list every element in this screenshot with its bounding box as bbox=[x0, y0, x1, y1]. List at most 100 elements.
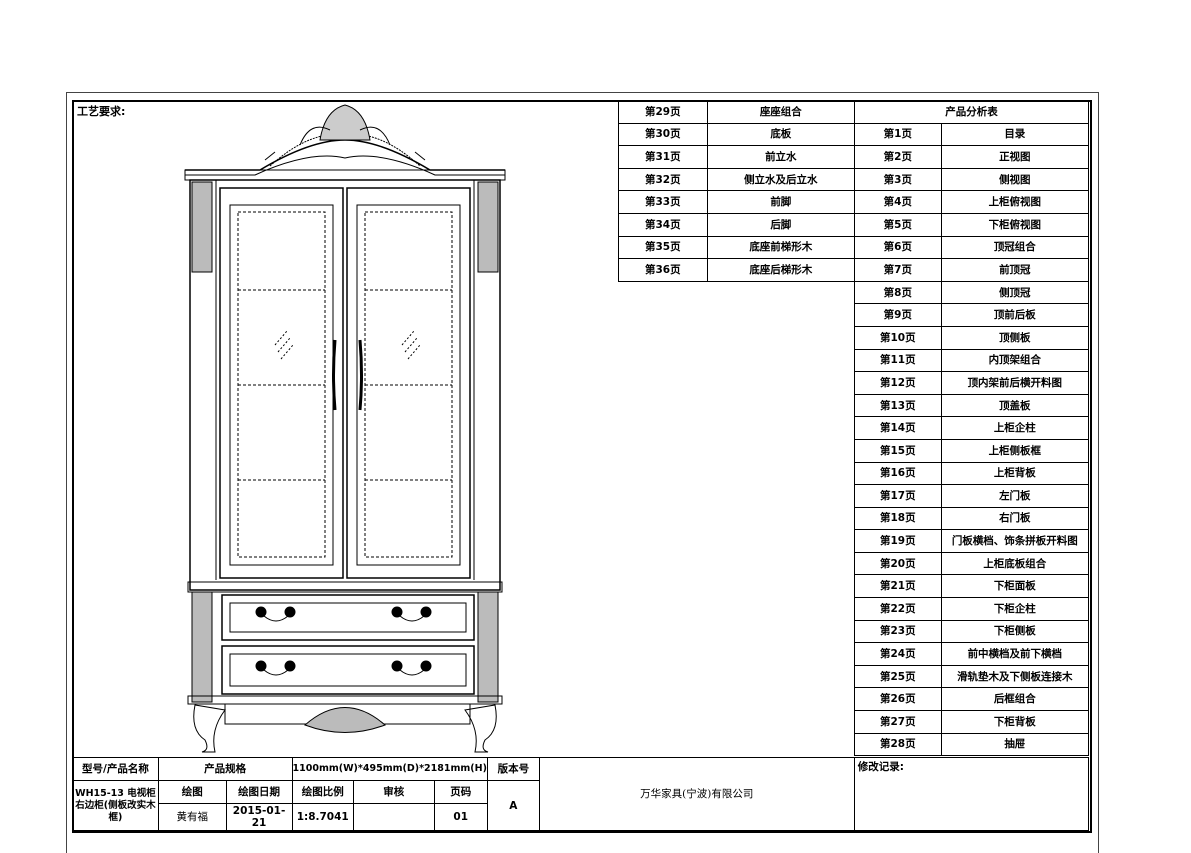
process-requirements-label: 工艺要求: bbox=[77, 105, 126, 118]
page-title-cell: 下柜背板 bbox=[940, 710, 1090, 734]
scale-value: 1:8.7041 bbox=[291, 803, 354, 831]
table-row: 第30页底板 bbox=[618, 122, 856, 147]
page-number-cell: 第25页 bbox=[854, 664, 942, 689]
page-title-cell: 下柜面板 bbox=[940, 574, 1090, 599]
table-row: 第17页左门板 bbox=[854, 484, 1090, 508]
page-title-cell: 下柜侧板 bbox=[940, 619, 1090, 644]
page-number-cell: 第10页 bbox=[854, 325, 942, 350]
scale-label: 绘图比例 bbox=[291, 780, 354, 804]
version-value: A bbox=[486, 780, 540, 831]
table-row: 第3页侧视图 bbox=[854, 167, 1090, 192]
right-door bbox=[346, 187, 471, 579]
page-title-cell: 前中横档及前下横档 bbox=[940, 642, 1090, 666]
left-door bbox=[219, 187, 344, 579]
page-title-cell: 上柜背板 bbox=[940, 461, 1090, 486]
table-row: 第21页下柜面板 bbox=[854, 574, 1090, 599]
page-title-cell: 门板横档、饰条拼板开料图 bbox=[940, 529, 1090, 553]
page-number-cell: 第16页 bbox=[854, 461, 942, 486]
page-number-cell: 第8页 bbox=[854, 280, 942, 305]
table-row: 第24页前中横档及前下横档 bbox=[854, 642, 1090, 666]
page-number-cell: 第13页 bbox=[854, 393, 942, 418]
table-row: 第12页顶内架前后横开料图 bbox=[854, 371, 1090, 395]
cabinet-front-view-drawing bbox=[184, 104, 506, 753]
version-label: 版本号 bbox=[486, 757, 540, 781]
table-row: 第33页前脚 bbox=[618, 190, 856, 214]
page-number-cell: 第3页 bbox=[854, 167, 942, 192]
page-title-cell: 滑轨垫木及下侧板连接木 bbox=[940, 664, 1090, 689]
date-value: 2015-01-21 bbox=[225, 803, 293, 831]
title-block: 型号/产品名称 产品规格 1100mm(W)*495mm(D)*2181mm(H… bbox=[72, 757, 1090, 831]
page-title-cell: 上柜底板组合 bbox=[940, 551, 1090, 576]
page-number-cell: 第6页 bbox=[854, 235, 942, 260]
page-title-cell: 抽屉 bbox=[940, 732, 1090, 757]
table-row: 第9页顶前后板 bbox=[854, 303, 1090, 327]
page-index-table-left: 第29页座座组合 第30页底板 第31页前立水 第32页侧立水及后立水 第33页… bbox=[618, 100, 856, 282]
table-row: 第10页顶侧板 bbox=[854, 325, 1090, 350]
page-number-cell: 第19页 bbox=[854, 529, 942, 553]
review-label: 审核 bbox=[352, 780, 435, 804]
table-row: 第27页下柜背板 bbox=[854, 710, 1090, 734]
page-title-cell: 顶冠组合 bbox=[940, 235, 1090, 260]
page-title-cell: 顶盖板 bbox=[940, 393, 1090, 418]
table-row: 第18页右门板 bbox=[854, 506, 1090, 531]
page-number-cell: 第17页 bbox=[854, 484, 942, 508]
table-row: 第34页后脚 bbox=[618, 212, 856, 237]
page-number-cell: 第20页 bbox=[854, 551, 942, 576]
left-carving bbox=[191, 181, 213, 273]
page-title-cell: 侧顶冠 bbox=[940, 280, 1090, 305]
page-title-cell: 前顶冠 bbox=[940, 258, 1090, 282]
table-row: 第22页下柜企柱 bbox=[854, 597, 1090, 621]
table-row: 第6页顶冠组合 bbox=[854, 235, 1090, 260]
page-number-cell: 第1页 bbox=[854, 122, 942, 147]
page-number-cell: 第26页 bbox=[854, 687, 942, 712]
page-label: 页码 bbox=[433, 780, 488, 804]
right-leg bbox=[464, 704, 497, 753]
table-row: 第16页上柜背板 bbox=[854, 461, 1090, 486]
product-analysis-table: 产品分析表 第1页目录第2页正视图第3页侧视图第4页上柜俯视图第5页下柜俯视图第… bbox=[854, 100, 1090, 757]
page-number-cell: 第11页 bbox=[854, 348, 942, 373]
table-row: 第13页顶盖板 bbox=[854, 393, 1090, 418]
table-row: 第26页后框组合 bbox=[854, 687, 1090, 712]
table-row: 第31页前立水 bbox=[618, 145, 856, 169]
company-name: 万华家具(宁波)有限公司 bbox=[538, 757, 855, 831]
page-title-cell: 上柜企柱 bbox=[940, 416, 1090, 440]
model-value: WH15-13 电视柜右边柜(侧板改实木框) bbox=[72, 780, 159, 831]
page-number-cell: 第14页 bbox=[854, 416, 942, 440]
analysis-table-title: 产品分析表 bbox=[854, 100, 1089, 124]
page-title-cell: 侧视图 bbox=[940, 167, 1090, 192]
table-row: 第14页上柜企柱 bbox=[854, 416, 1090, 440]
table-row: 第35页底座前梯形木 bbox=[618, 235, 856, 260]
page-title-cell: 顶内架前后横开料图 bbox=[940, 371, 1090, 395]
page-number-cell: 第2页 bbox=[854, 145, 942, 169]
table-row: 第1页目录 bbox=[854, 122, 1090, 147]
page-number-cell: 第23页 bbox=[854, 619, 942, 644]
page-title-cell: 下柜俯视图 bbox=[940, 212, 1090, 237]
table-row: 第11页内顶架组合 bbox=[854, 348, 1090, 373]
page-title-cell: 右门板 bbox=[940, 506, 1090, 531]
table-row: 第28页抽屉 bbox=[854, 732, 1090, 757]
page-value: 01 bbox=[433, 803, 488, 831]
door-handles bbox=[332, 339, 363, 411]
page-number-cell: 第7页 bbox=[854, 258, 942, 282]
page-title-cell: 正视图 bbox=[940, 145, 1090, 169]
sheet-inner-border bbox=[72, 100, 1092, 833]
crown-crest bbox=[185, 104, 505, 176]
spec-value: 1100mm(W)*495mm(D)*2181mm(H) bbox=[291, 757, 488, 781]
table-row: 第19页门板横档、饰条拼板开料图 bbox=[854, 529, 1090, 553]
table-row: 第25页滑轨垫木及下侧板连接木 bbox=[854, 664, 1090, 689]
table-row: 第4页上柜俯视图 bbox=[854, 190, 1090, 214]
drawer-bottom bbox=[221, 645, 475, 695]
page-title-cell: 后框组合 bbox=[940, 687, 1090, 712]
page-number-cell: 第5页 bbox=[854, 212, 942, 237]
date-label: 绘图日期 bbox=[225, 780, 293, 804]
page-number-cell: 第24页 bbox=[854, 642, 942, 666]
table-row: 第23页下柜侧板 bbox=[854, 619, 1090, 644]
page-title-cell: 下柜企柱 bbox=[940, 597, 1090, 621]
apron-carving bbox=[304, 707, 386, 733]
page-title-cell: 顶前后板 bbox=[940, 303, 1090, 327]
page-title-cell: 左门板 bbox=[940, 484, 1090, 508]
page-number-cell: 第12页 bbox=[854, 371, 942, 395]
left-leg bbox=[193, 704, 226, 753]
model-label: 型号/产品名称 bbox=[72, 757, 159, 781]
table-row: 第36页底座后梯形木 bbox=[618, 258, 856, 282]
